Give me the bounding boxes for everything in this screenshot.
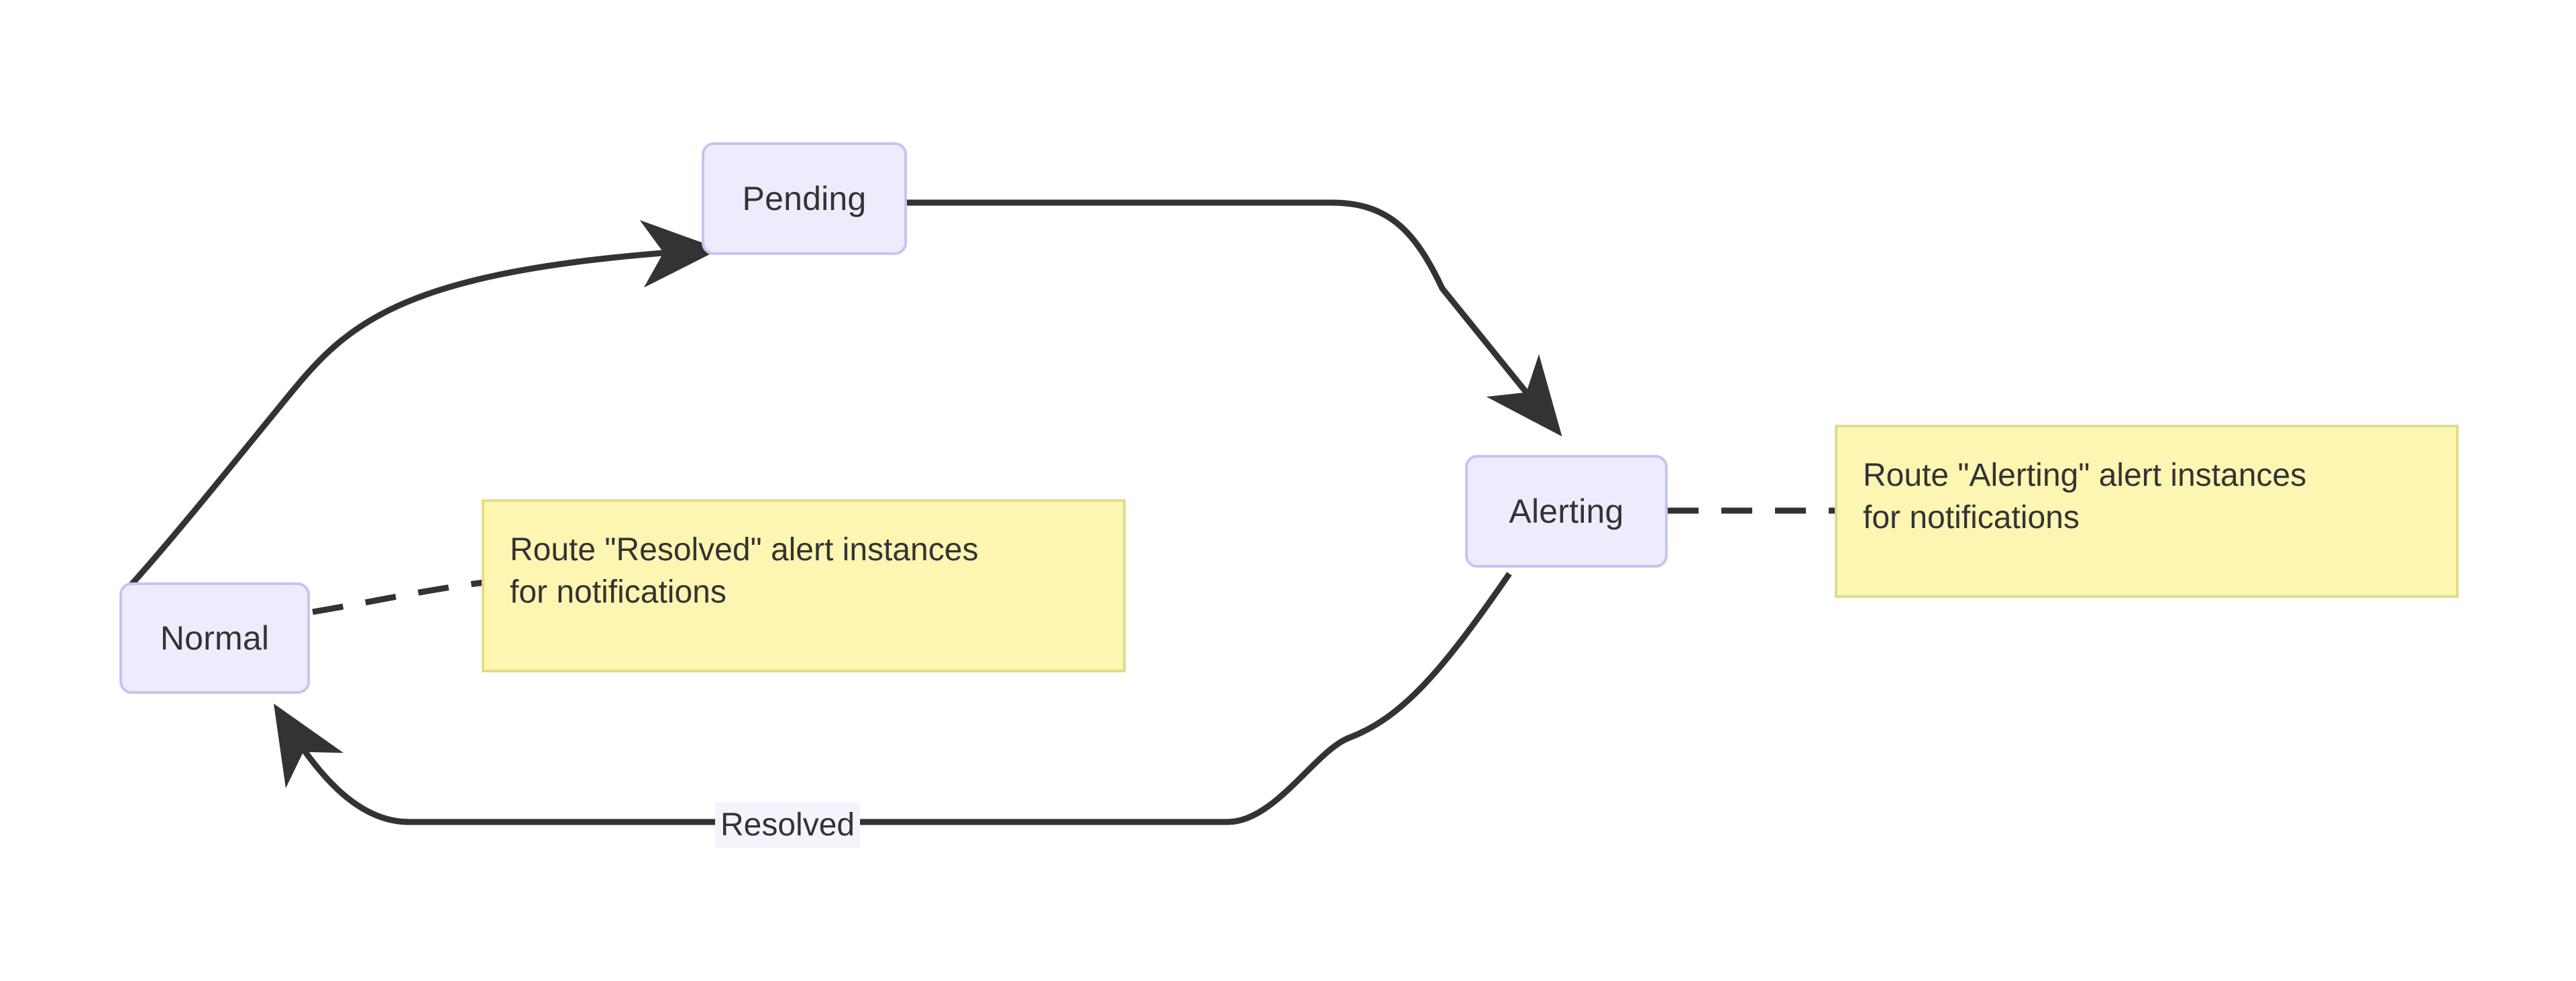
state-node-alerting[interactable]: Alerting — [1465, 455, 1668, 568]
edge-label-resolved: Resolved — [715, 803, 861, 848]
note-alerting[interactable]: Route "Alerting" alert instances for not… — [1835, 425, 2459, 598]
edge-pending-to-alerting — [907, 199, 1562, 437]
state-node-alerting-label: Alerting — [1509, 493, 1624, 530]
state-node-normal[interactable]: Normal — [119, 582, 310, 694]
edge-normal-to-note-resolved — [312, 579, 485, 615]
state-node-pending-label: Pending — [742, 180, 867, 217]
state-node-normal-label: Normal — [160, 619, 270, 657]
note-resolved[interactable]: Route "Resolved" alert instances for not… — [482, 499, 1126, 672]
state-node-pending[interactable]: Pending — [702, 142, 907, 255]
